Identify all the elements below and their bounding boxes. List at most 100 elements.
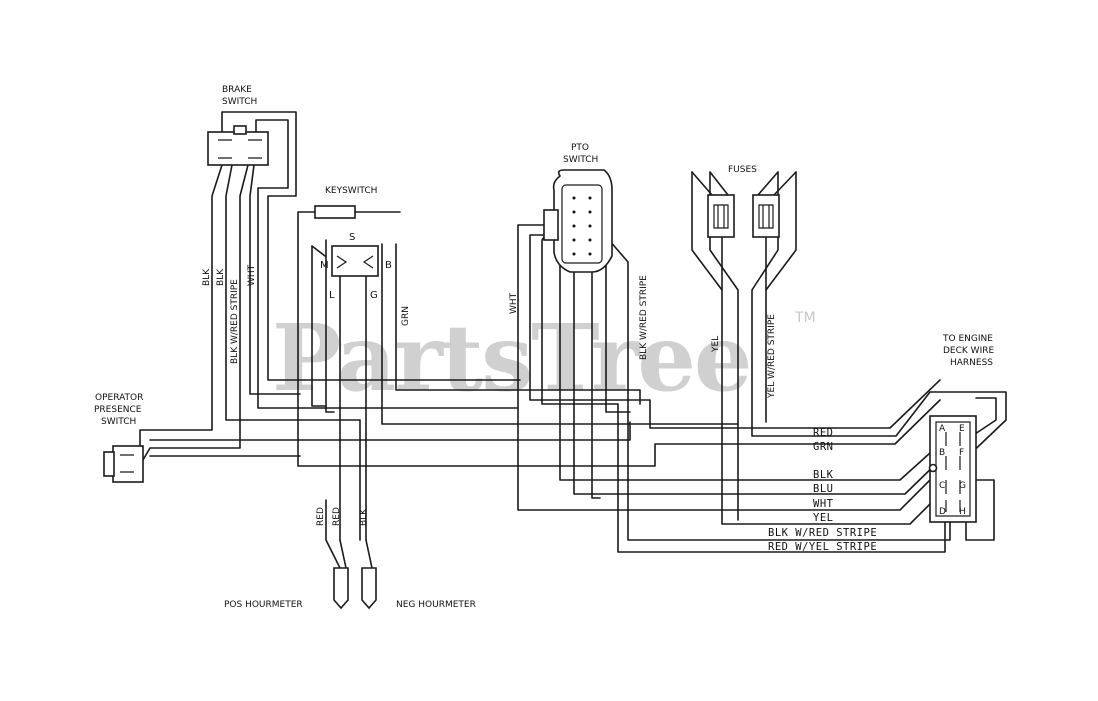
operator-switch-contacts xyxy=(120,454,134,473)
label-red2: RED xyxy=(332,507,342,526)
pos-hourmeter-label: POS HOURMETER xyxy=(224,600,303,610)
fuses-label: FUSES xyxy=(728,165,757,175)
wire-red2 xyxy=(339,539,347,569)
keyswitch-connector xyxy=(314,205,356,219)
label-h-blu: BLU xyxy=(813,483,833,495)
keyswitch-pin-m: M xyxy=(320,260,329,271)
wire-pto-y xyxy=(591,263,601,499)
pto-switch-label-1: PTO xyxy=(571,143,589,153)
wire-harness-g xyxy=(965,479,995,541)
harness-connector-contacts xyxy=(945,432,961,512)
pto-switch-body xyxy=(552,169,613,273)
pto-switch-label-2: SWITCH xyxy=(563,155,598,165)
wire-fuse-r1 xyxy=(757,171,779,196)
operator-switch-body xyxy=(112,445,144,483)
operator-presence-switch: OPERATOR PRESENCE SWITCH xyxy=(94,393,144,483)
harness-pin-d: D xyxy=(939,507,946,517)
brake-switch-label-1: BRAKE xyxy=(222,85,252,95)
keyswitch-pin-b: B xyxy=(385,260,392,271)
fuse-right-element xyxy=(758,204,774,229)
brake-switch-plunger xyxy=(233,125,247,135)
keyswitch-body xyxy=(331,245,379,277)
label-h-blk-red: BLK W/RED STRIPE xyxy=(768,527,877,539)
label-h-grn: GRN xyxy=(813,441,833,453)
label-yel: YEL xyxy=(711,336,721,353)
label-h-red-yel: RED W/YEL STRIPE xyxy=(768,541,877,553)
pto-switch-pins xyxy=(572,196,592,256)
harness-connector-key xyxy=(928,463,938,473)
keyswitch-label: KEYSWITCH xyxy=(325,186,377,196)
keyswitch-pin-l: L xyxy=(329,290,335,301)
label-blk2: BLK xyxy=(216,268,226,286)
wire-blk1 xyxy=(139,164,223,456)
fuses: FUSES xyxy=(707,165,780,238)
keyswitch: KEYSWITCH S M B L G xyxy=(314,186,401,301)
operator-switch-label-3: SWITCH xyxy=(101,417,136,427)
operator-switch-label-2: PRESENCE xyxy=(94,405,142,415)
label-red1: RED xyxy=(316,507,326,526)
wire-key-m2 xyxy=(311,245,327,407)
harness-label-3: HARNESS xyxy=(950,358,993,368)
harness-pin-b: B xyxy=(939,448,945,458)
wire-key-b2 xyxy=(381,243,739,425)
wire-blk-red xyxy=(139,164,249,466)
wire-key-s xyxy=(325,239,335,413)
wire-pto-wht xyxy=(517,224,943,511)
watermark: PartsTree TM xyxy=(272,304,816,412)
wire-op-1 xyxy=(149,421,631,441)
wire-blk2 xyxy=(225,164,361,541)
wires xyxy=(139,111,1007,569)
harness-pin-c: C xyxy=(939,481,945,491)
label-blk3: BLK xyxy=(359,508,369,526)
harness-connector-body xyxy=(929,415,977,523)
harness-label-2: DECK WIRE xyxy=(943,346,994,356)
label-blk-red2: BLK W/RED STRIPE xyxy=(639,275,649,360)
wire-key-grn xyxy=(297,211,941,467)
label-h-red: RED xyxy=(813,427,833,439)
pos-hourmeter-terminal xyxy=(333,567,349,610)
brake-switch: BRAKE SWITCH xyxy=(207,85,269,166)
harness-pin-h: H xyxy=(959,507,966,517)
wire-key-m xyxy=(311,245,326,257)
brake-switch-body xyxy=(207,131,269,166)
fuse-left xyxy=(707,194,735,238)
engine-harness-connector: A E B F C G D H TO ENGINE DECK WIRE HARN… xyxy=(928,334,994,523)
fuse-left-element xyxy=(713,204,729,229)
wire-red1 xyxy=(325,499,341,569)
vertical-wire-labels: BLK BLK BLK W/RED STRIPE WHT GRN WHT BLK… xyxy=(202,264,777,526)
keyswitch-pin-g: G xyxy=(370,290,378,301)
hourmeter-terminals: POS HOURMETER NEG HOURMETER xyxy=(224,567,476,610)
wire-fuse-yelred2 xyxy=(751,171,1007,463)
keyswitch-contacts xyxy=(336,255,374,269)
label-wht1: WHT xyxy=(247,264,257,286)
label-h-wht: WHT xyxy=(813,498,834,510)
pto-switch-face xyxy=(561,184,603,264)
wire-pto-red xyxy=(529,234,941,429)
harness-pin-g: G xyxy=(959,481,966,491)
pto-switch: PTO SWITCH xyxy=(543,143,613,273)
operator-switch-label-1: OPERATOR xyxy=(95,393,143,403)
wire-pto-blkred xyxy=(601,231,951,541)
wire-pto-redyel xyxy=(541,189,946,553)
label-blk-red: BLK W/RED STRIPE xyxy=(230,279,240,364)
watermark-tm: TM xyxy=(794,310,816,326)
wire-fuse-yel xyxy=(691,171,945,525)
brake-switch-label-2: SWITCH xyxy=(222,97,257,107)
wire-wht1 xyxy=(249,164,301,395)
wire-fuse-l2 xyxy=(691,171,713,196)
brake-switch-contacts xyxy=(218,139,262,159)
harness-pin-e: E xyxy=(959,424,965,434)
harness-pin-f: F xyxy=(959,448,964,458)
operator-switch-plunger xyxy=(103,451,115,477)
wire-brake-wht xyxy=(221,111,521,381)
wire-brake-loop xyxy=(255,119,519,409)
neg-hourmeter-label: NEG HOURMETER xyxy=(396,600,476,610)
label-yel-red: YEL W/RED STRIPE xyxy=(767,314,777,399)
neg-hourmeter-terminal xyxy=(361,567,377,610)
horizontal-wire-labels: RED GRN BLK BLU WHT YEL BLK W/RED STRIPE… xyxy=(768,427,877,553)
label-h-blk: BLK xyxy=(813,469,834,481)
wire-fuse-yelred xyxy=(765,171,797,423)
pto-switch-connector xyxy=(543,209,559,241)
wire-fuse-l1 xyxy=(709,171,729,196)
